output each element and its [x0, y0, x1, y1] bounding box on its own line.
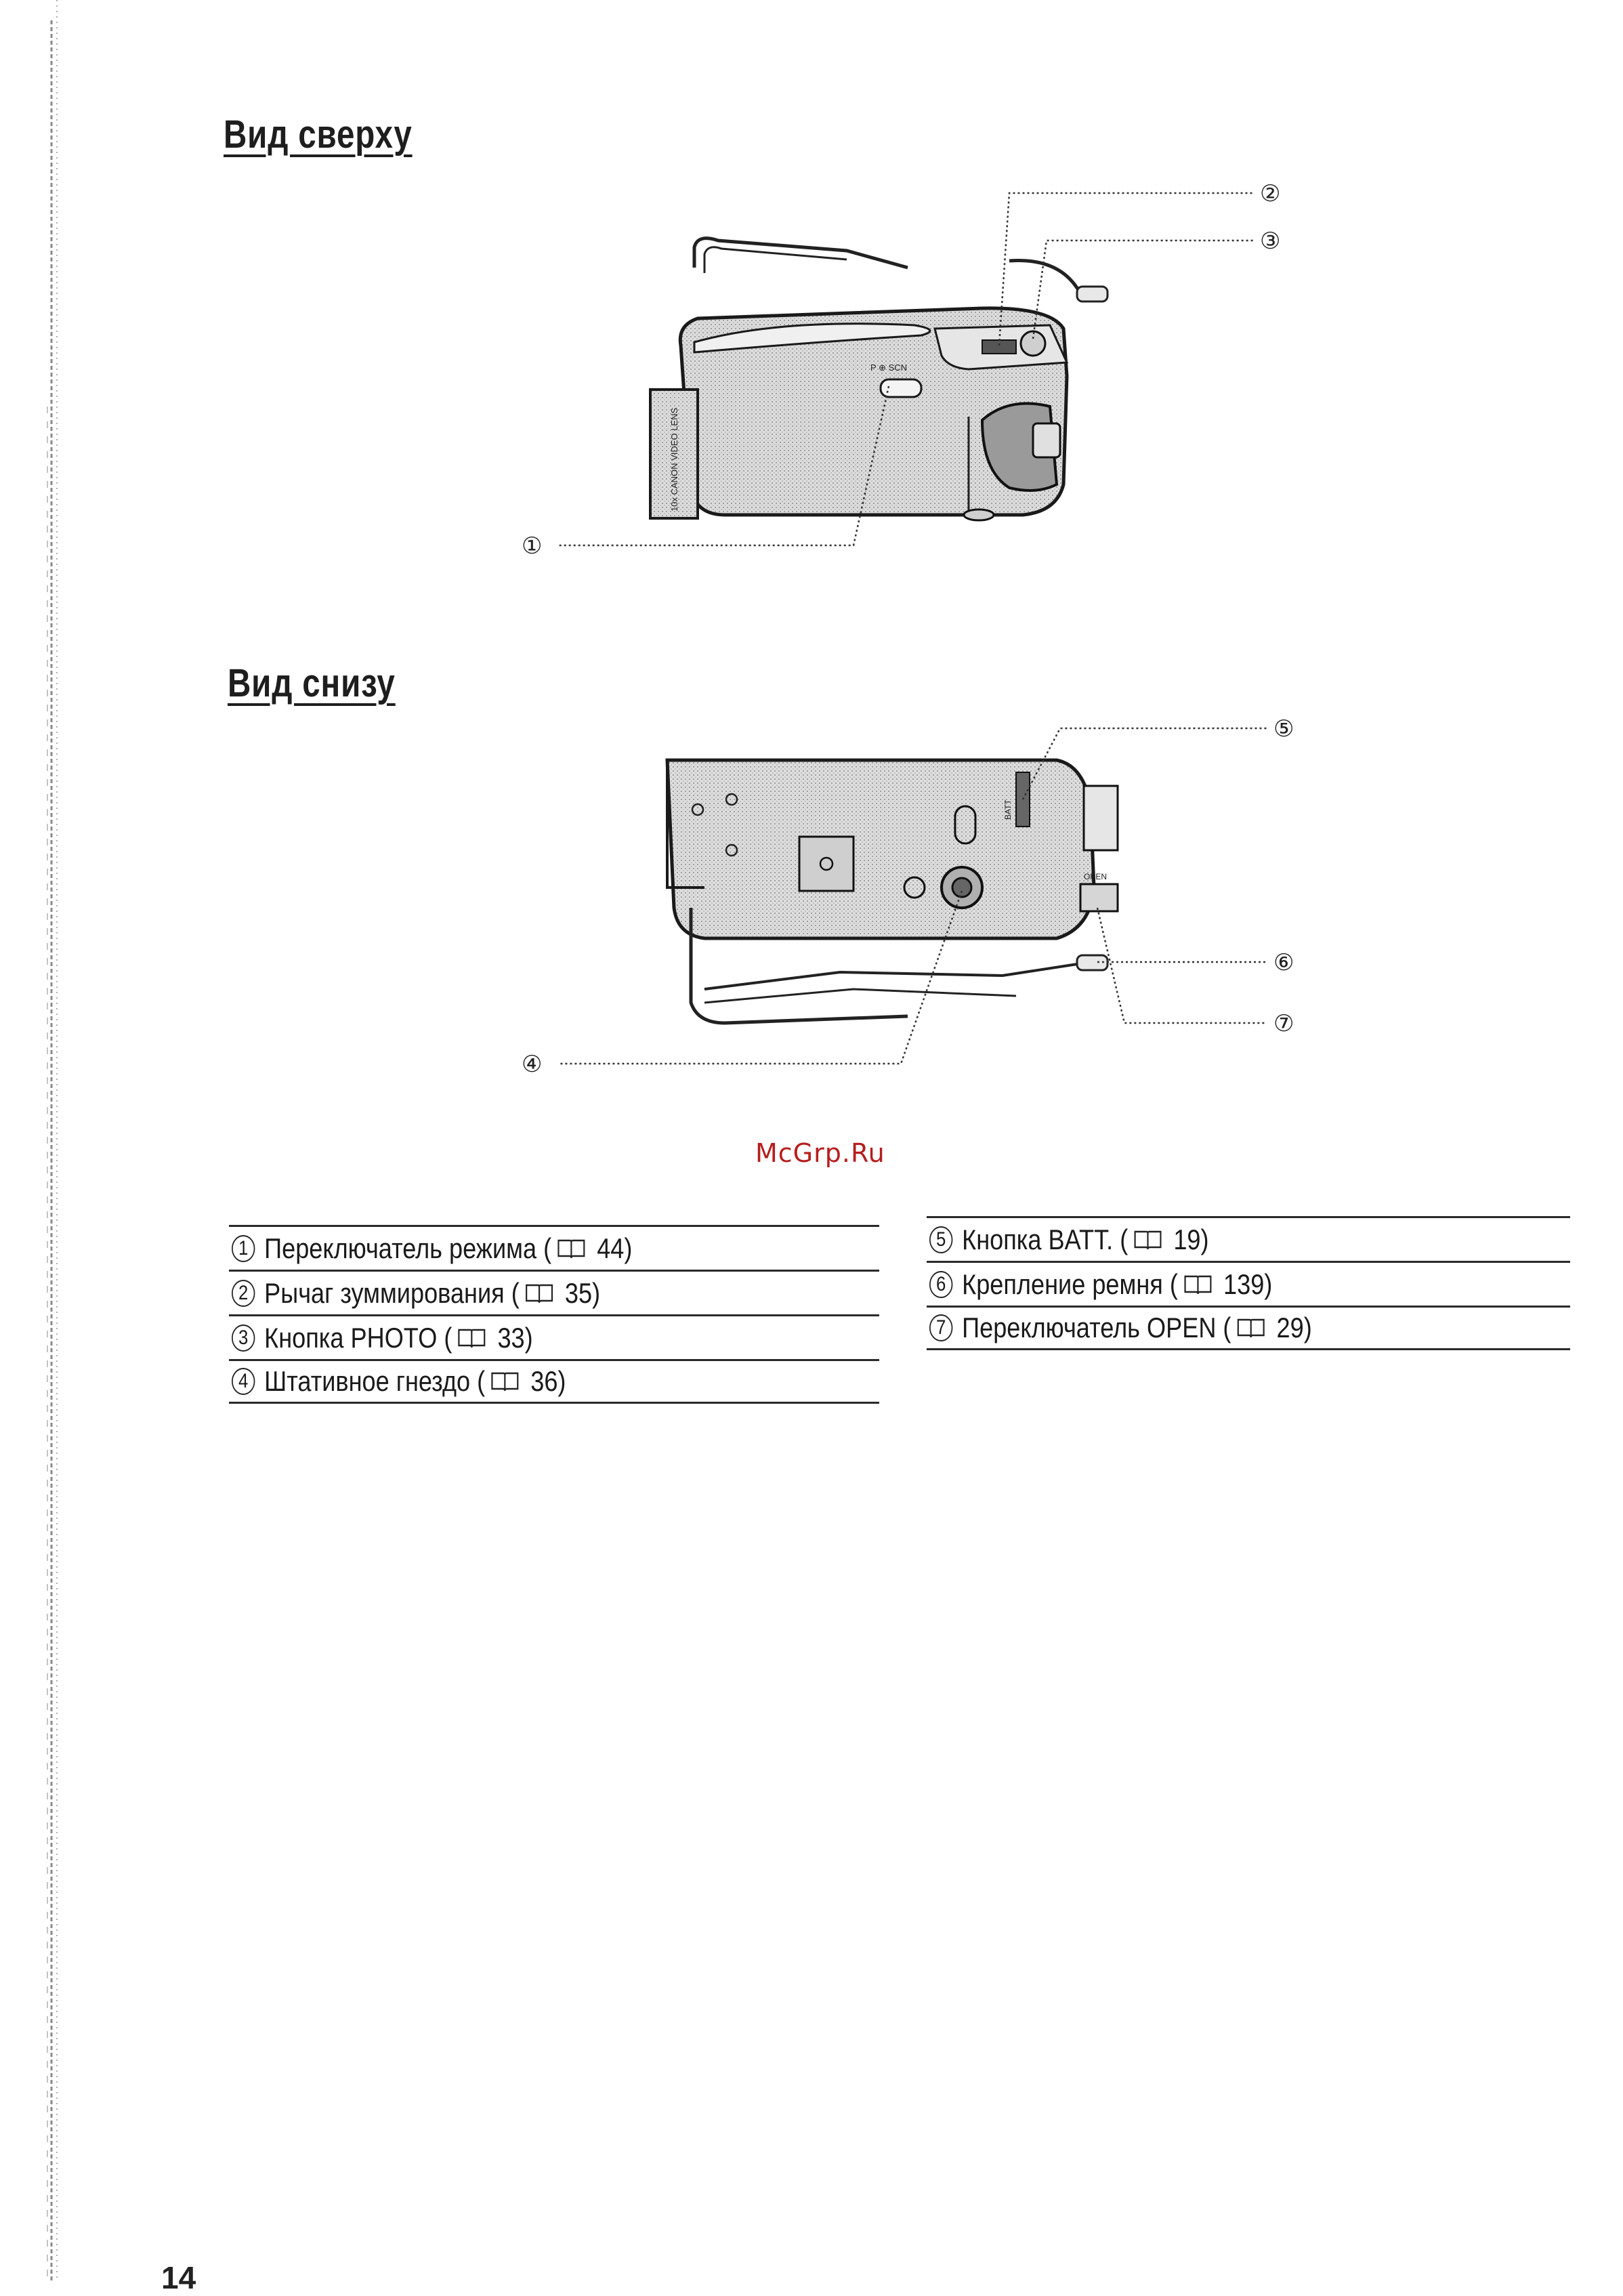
item-label: Крепление ремня (	[962, 1268, 1178, 1301]
legend-right-table: 5 Кнопка BATT. ( 19) 6 Крепление ремня (…	[927, 1216, 1570, 1350]
camcorder-bottom-view-diagram: BATT OPEN ④ ⑤ ⑥ ⑦	[501, 705, 1334, 1091]
page-reference: 36)	[530, 1365, 566, 1398]
page-reference: 33)	[497, 1322, 532, 1354]
book-reference-icon	[490, 1369, 520, 1394]
batt-engraving: BATT	[1003, 799, 1013, 820]
item-number: 6	[929, 1271, 952, 1298]
page-reference: 139)	[1223, 1268, 1272, 1301]
book-reference-icon	[556, 1236, 587, 1261]
watermark-text: McGrp.Ru	[755, 1138, 885, 1168]
callout-line-3	[1033, 241, 1253, 339]
book-reference-icon	[1133, 1228, 1163, 1252]
item-label: Переключатель режима (	[264, 1232, 551, 1265]
item-number: 5	[929, 1226, 952, 1253]
camcorder-body-top: 10x CANON VIDEO LENS P ⊕ SCN	[650, 238, 1108, 520]
heading-bottom-view: Вид снизу	[228, 661, 396, 706]
legend-row: 4 Штативное гнездо ( 36)	[229, 1359, 879, 1404]
heading-top-view: Вид сверху	[224, 112, 413, 157]
callout-4: ④	[522, 1051, 542, 1077]
page-reference: 35)	[565, 1277, 600, 1310]
callout-1: ①	[522, 533, 542, 559]
scan-edge-artifact	[0, 0, 61, 2282]
callout-7: ⑦	[1273, 1011, 1294, 1037]
item-number: 2	[232, 1280, 255, 1307]
page-number: 14	[161, 2259, 196, 2296]
book-reference-icon	[457, 1326, 487, 1350]
item-label: Кнопка BATT. (	[962, 1224, 1128, 1256]
page-reference: 44)	[597, 1232, 632, 1265]
item-number: 4	[232, 1368, 255, 1395]
item-label: Штативное гнездо (	[264, 1365, 485, 1398]
book-reference-icon	[1236, 1316, 1266, 1340]
legend-row: 1 Переключатель режима ( 44)	[229, 1225, 879, 1270]
item-number: 3	[232, 1324, 255, 1352]
legend-row: 7 Переключатель OPEN ( 29)	[927, 1306, 1570, 1350]
item-label: Кнопка PHOTO (	[264, 1322, 452, 1354]
legend-row: 3 Кнопка PHOTO ( 33)	[229, 1314, 879, 1359]
legend-row: 6 Крепление ремня ( 139)	[927, 1261, 1570, 1306]
item-label: Рычаг зуммирования (	[264, 1277, 520, 1310]
legend-row: 5 Кнопка BATT. ( 19)	[927, 1216, 1570, 1261]
callout-line-7	[1097, 908, 1267, 1023]
item-number: 1	[232, 1235, 255, 1262]
callout-2: ②	[1260, 181, 1280, 207]
legend-row: 2 Рычаг зуммирования ( 35)	[229, 1270, 879, 1314]
item-label: Переключатель OPEN (	[962, 1312, 1231, 1344]
callout-6: ⑥	[1273, 950, 1294, 976]
item-number: 7	[929, 1314, 952, 1341]
mode-dial-label: P ⊕ SCN	[870, 362, 907, 373]
callout-3: ③	[1260, 228, 1280, 254]
callout-5: ⑤	[1273, 716, 1294, 742]
open-engraving: OPEN	[1084, 872, 1107, 881]
camcorder-body-bottom: BATT OPEN	[667, 760, 1118, 1023]
lens-engraving: 10x CANON VIDEO LENS	[669, 408, 679, 512]
page-reference: 29)	[1277, 1312, 1312, 1344]
book-reference-icon	[524, 1281, 555, 1306]
page-reference: 19)	[1173, 1224, 1208, 1256]
camcorder-top-view-diagram: 10x CANON VIDEO LENS P ⊕ SCN ① ② ③	[494, 173, 1328, 593]
legend-left-table: 1 Переключатель режима ( 44) 2 Рычаг зум…	[229, 1225, 879, 1404]
book-reference-icon	[1183, 1272, 1213, 1297]
